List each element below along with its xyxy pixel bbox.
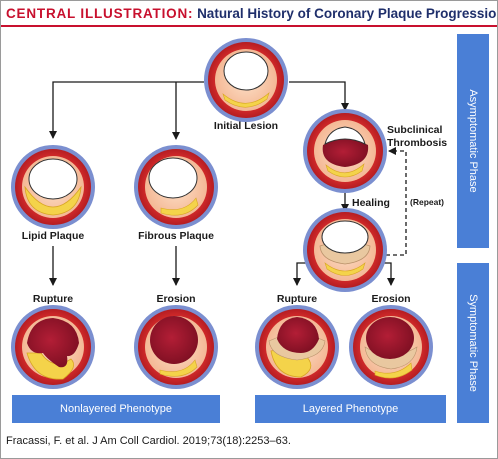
figure-title: CENTRAL ILLUSTRATION: Natural History of… [6,6,498,21]
arrow-initial-to-thrombosis [289,81,349,111]
arrow-initial-to-lipid [49,81,204,139]
label-fibrous-plaque: Fibrous Plaque [138,230,214,242]
label-rupture-nonlayered: Rupture [33,293,73,305]
citation: Fracassi, F. et al. J Am Coll Cardiol. 2… [6,435,291,447]
label-lipid-plaque: Lipid Plaque [22,230,85,242]
subclinical-thrombosis-vessel [303,109,387,193]
rupture-layered-vessel [255,305,339,389]
title-rule [1,25,497,27]
layered-phenotype-bar: Layered Phenotype [255,395,446,423]
healing-vessel [303,208,387,292]
arrow-repeat-loop [379,147,407,256]
label-repeat: (Repeat) [410,197,444,207]
label-thrombosis: Thrombosis [387,137,447,149]
label-rupture-layered: Rupture [277,293,317,305]
nonlayered-phenotype-bar: Nonlayered Phenotype [12,395,220,423]
fibrous-plaque-vessel [134,145,218,229]
asymptomatic-phase-label: Asymptomatic Phase [467,89,479,193]
initial-lesion-vessel [204,38,288,122]
lipid-plaque-vessel [11,145,95,229]
connectors [49,81,407,286]
label-erosion-layered: Erosion [371,293,410,305]
label-erosion-nonlayered: Erosion [156,293,195,305]
title-label: CENTRAL ILLUSTRATION: [6,6,194,21]
rupture-nonlayered-vessel [11,305,95,389]
title-text: Natural History of Coronary Plaque Progr… [197,6,498,21]
label-initial-lesion: Initial Lesion [214,120,278,132]
asymptomatic-phase-panel: Asymptomatic Phase [457,34,489,248]
erosion-layered-vessel [349,305,433,389]
symptomatic-phase-label: Symptomatic Phase [467,294,479,392]
erosion-nonlayered-vessel [134,305,218,389]
symptomatic-phase-panel: Symptomatic Phase [457,263,489,423]
label-subclinical: Subclinical [387,124,443,136]
label-healing: Healing [352,197,390,209]
